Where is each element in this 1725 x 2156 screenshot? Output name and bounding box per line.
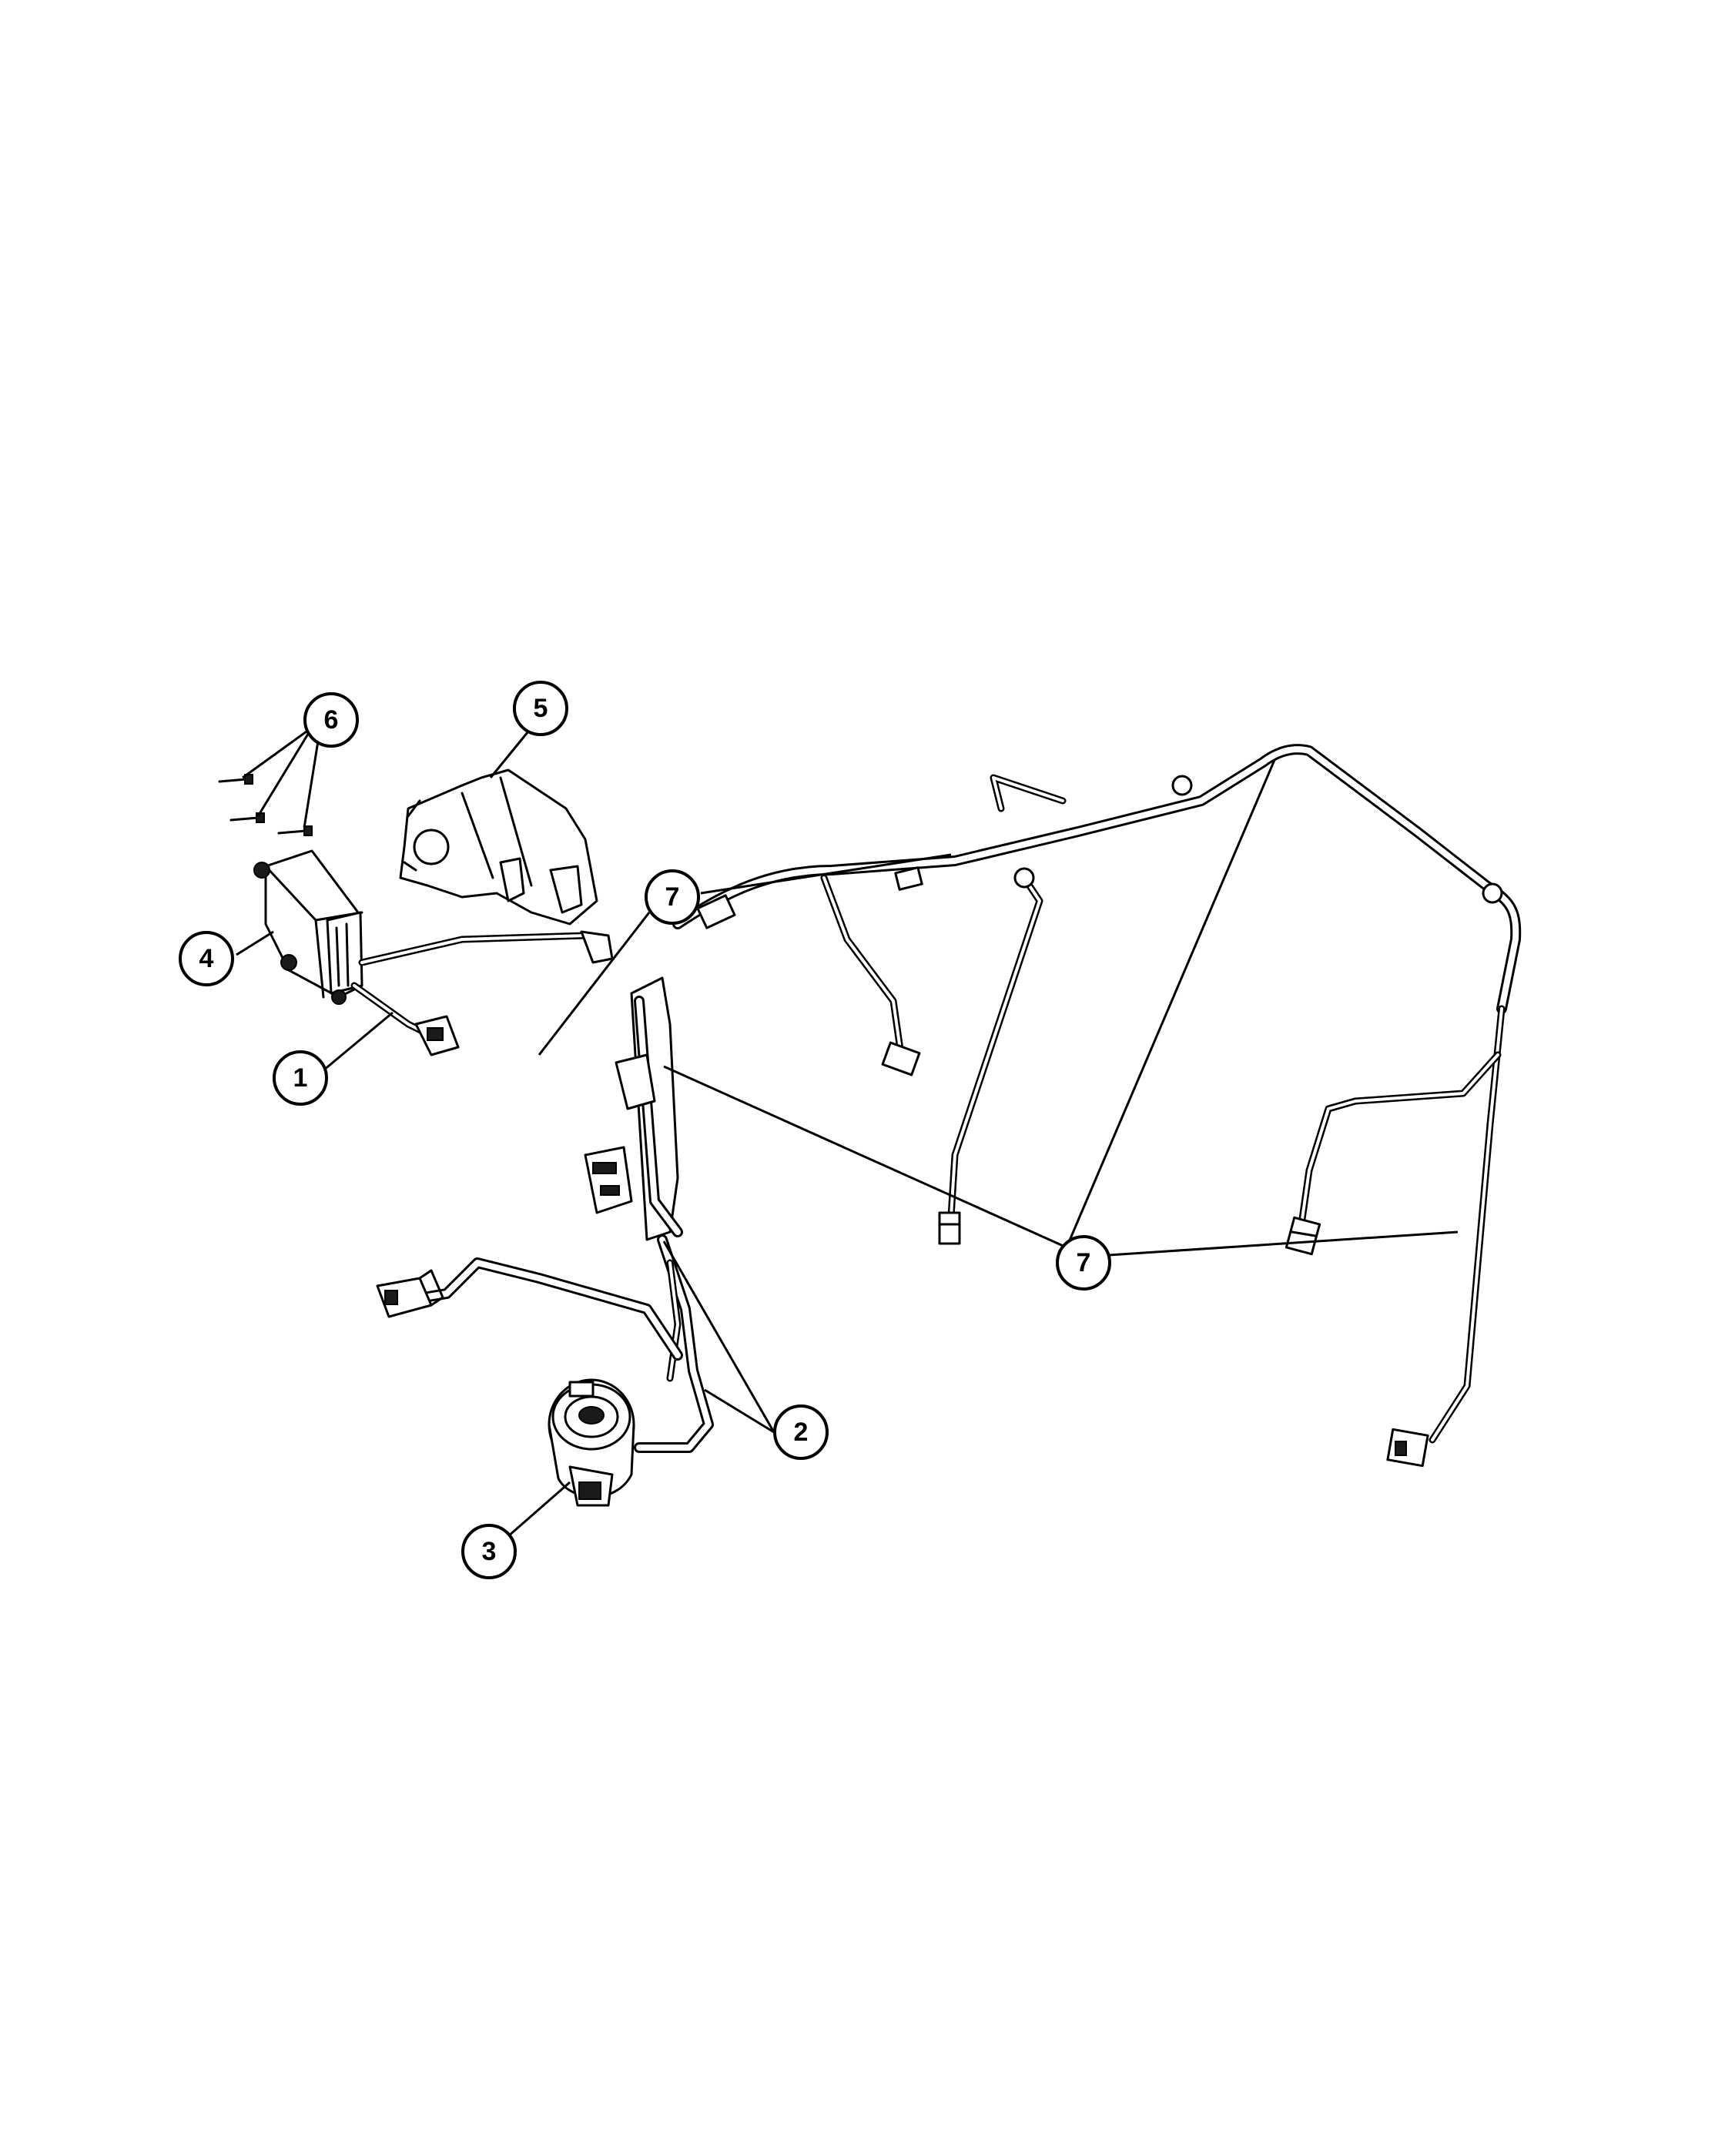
main-wiring-harness	[584, 744, 1522, 1468]
callout-5-label: 5	[534, 694, 548, 723]
callout-7-top: 7	[645, 869, 700, 925]
fuel-pump-module	[548, 1378, 635, 1507]
callout-4: 4	[179, 931, 234, 986]
callout-6: 6	[303, 692, 359, 748]
callout-5: 5	[513, 681, 568, 736]
callout-2-label: 2	[794, 1418, 809, 1447]
callout-3: 3	[461, 1524, 517, 1579]
callout-4-label: 4	[199, 944, 214, 973]
callout-6-label: 6	[324, 705, 339, 735]
screws	[218, 774, 313, 836]
mounting-bracket	[399, 768, 598, 926]
callout-1: 1	[273, 1050, 328, 1106]
callout-7-bottom: 7	[1056, 1235, 1111, 1291]
callout-1-label: 1	[293, 1063, 308, 1093]
callout-7-top-label: 7	[665, 882, 680, 912]
lower-harness	[376, 1234, 714, 1453]
control-module	[253, 849, 614, 1056]
callout-7-bottom-label: 7	[1077, 1248, 1091, 1277]
callout-2: 2	[773, 1404, 829, 1460]
callout-3-label: 3	[482, 1537, 497, 1566]
leader-lines	[236, 726, 1459, 1538]
